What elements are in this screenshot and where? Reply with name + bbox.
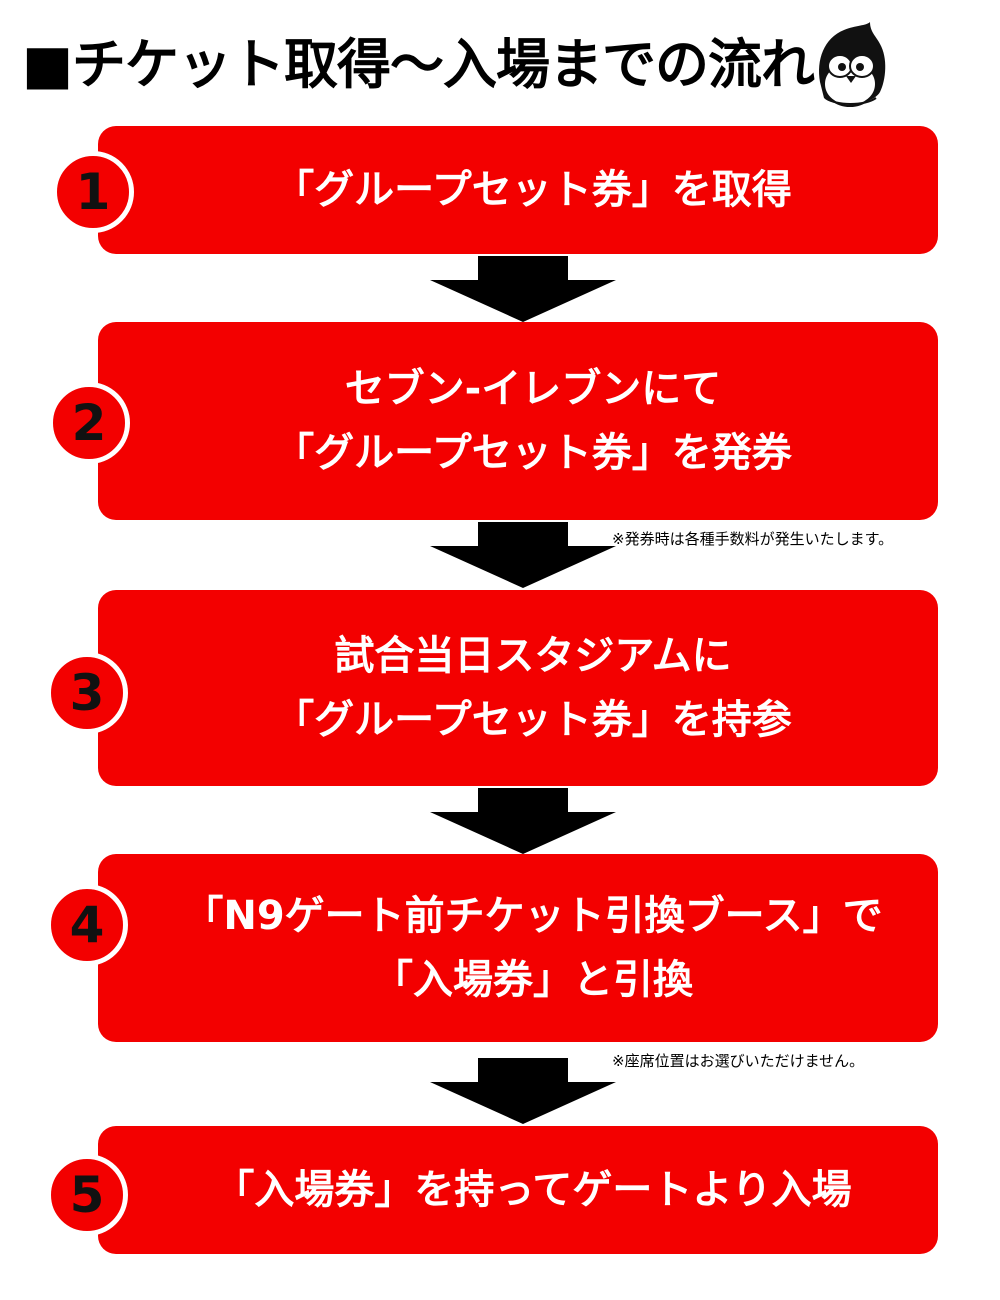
step-2-number: 2 bbox=[71, 394, 107, 452]
step-2-text-line1: セブン-イレブンにて bbox=[344, 366, 722, 412]
step-3-text-line2: 「グループセット券」を持参 bbox=[274, 697, 792, 743]
step-4-note: ※座席位置はお選びいただけません。 bbox=[612, 1052, 865, 1070]
step-2-box: セブン-イレブンにて 「グループセット券」を発券 bbox=[98, 322, 938, 520]
step-4-number-badge: 4 bbox=[46, 884, 128, 966]
step-3-box: 試合当日スタジアムに 「グループセット券」を持参 bbox=[98, 590, 938, 786]
step-3-text-line1: 試合当日スタジアムに bbox=[334, 633, 732, 679]
down-arrow-icon bbox=[430, 256, 616, 322]
step-5-number: 5 bbox=[69, 1166, 105, 1224]
step-4-text-line1: 「N9ゲート前チケット引換ブース」で bbox=[183, 893, 883, 939]
step-5-number-badge: 5 bbox=[46, 1154, 128, 1236]
down-arrow-icon bbox=[430, 522, 616, 588]
step-2-note: ※発券時は各種手数料が発生いたします。 bbox=[612, 530, 894, 548]
step-1-number: 1 bbox=[75, 163, 111, 221]
step-5-text: 「入場券」を持ってゲートより入場 bbox=[214, 1167, 852, 1213]
step-3-number-badge: 3 bbox=[46, 652, 128, 734]
penguin-mascot-icon bbox=[819, 22, 886, 107]
step-3-number: 3 bbox=[69, 664, 105, 722]
step-4-text-line2: 「入場券」と引換 bbox=[373, 957, 693, 1003]
down-arrow-icon bbox=[430, 788, 616, 854]
step-1-text: 「グループセット券」を取得 bbox=[274, 167, 792, 213]
step-4-number: 4 bbox=[69, 896, 105, 954]
step-2-text-line2: 「グループセット券」を発券 bbox=[274, 430, 792, 476]
step-2-number-badge: 2 bbox=[48, 382, 130, 464]
page-title: ■チケット取得〜入場までの流れ bbox=[22, 33, 815, 96]
step-5-box: 「入場券」を持ってゲートより入場 bbox=[98, 1126, 938, 1254]
step-1-number-badge: 1 bbox=[52, 151, 134, 233]
step-4-box: 「N9ゲート前チケット引換ブース」で 「入場券」と引換 bbox=[98, 854, 938, 1042]
step-1-box: 「グループセット券」を取得 bbox=[98, 126, 938, 254]
down-arrow-icon bbox=[430, 1058, 616, 1124]
